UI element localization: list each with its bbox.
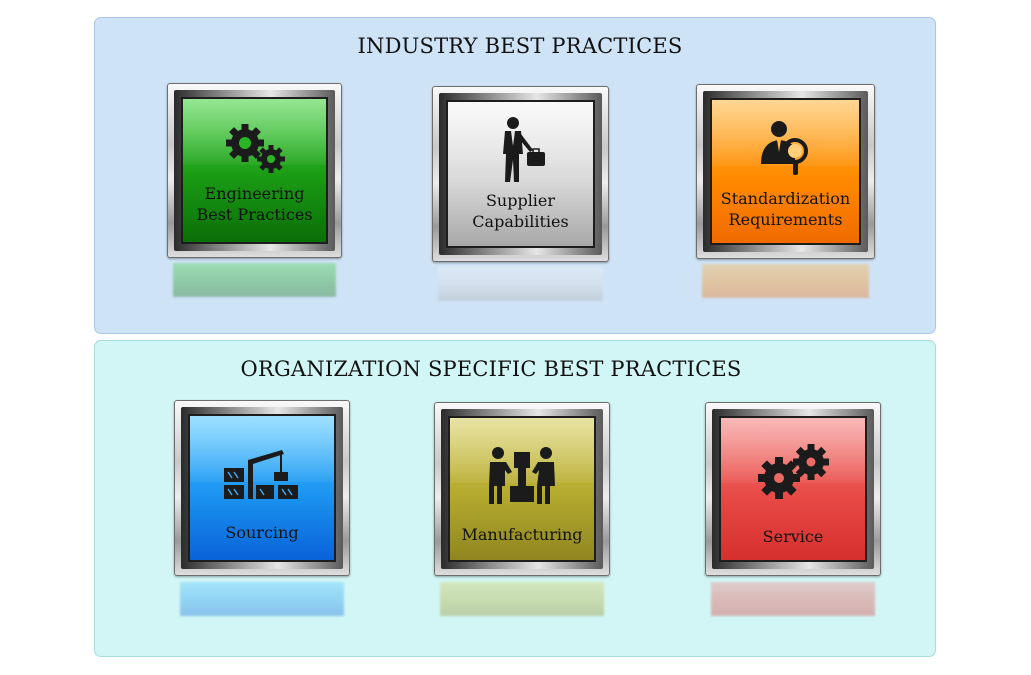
tile-supplier-capabilities[interactable]: Supplier Capabilities xyxy=(432,86,609,301)
tile-reflection xyxy=(711,582,875,616)
tile-reflection xyxy=(438,267,603,301)
magnifier-person-icon xyxy=(760,121,808,175)
tile-engineering-best-practices[interactable]: Engineering Best Practices xyxy=(167,83,342,297)
crane-icon xyxy=(224,450,298,499)
tile-reflection xyxy=(440,582,604,616)
panel-title: INDUSTRY BEST PRACTICES xyxy=(357,34,683,58)
tile-reflection xyxy=(702,264,869,298)
tile-reflection xyxy=(180,582,344,616)
tile-standardization-requirements[interactable]: Standardization Requirements xyxy=(696,84,875,298)
tile-sourcing[interactable]: Sourcing xyxy=(174,400,350,616)
tile-reflection xyxy=(173,263,336,297)
tile-face: Service xyxy=(719,416,867,562)
panel-title: ORGANIZATION SPECIFIC BEST PRACTICES xyxy=(240,357,742,381)
tile-label: Sourcing xyxy=(225,523,299,542)
tile-label: Engineering Best Practices xyxy=(196,184,313,224)
tile-label: Service xyxy=(762,527,824,546)
workers-icon xyxy=(489,447,555,504)
tile-face: Standardization Requirements xyxy=(710,98,861,245)
gears-icon xyxy=(225,124,285,173)
gears-icon xyxy=(758,444,829,499)
tile-face: Engineering Best Practices xyxy=(181,97,328,244)
tile-face: Manufacturing xyxy=(448,416,596,562)
tile-label: Standardization Requirements xyxy=(720,189,851,229)
tile-label: Manufacturing xyxy=(461,525,583,544)
tile-face: Supplier Capabilities xyxy=(446,100,595,248)
tile-service[interactable]: Service xyxy=(705,402,881,616)
businessman-icon xyxy=(502,117,545,182)
tile-face: Sourcing xyxy=(188,414,336,562)
tile-manufacturing[interactable]: Manufacturing xyxy=(434,402,610,616)
tile-label: Supplier Capabilities xyxy=(472,191,569,231)
